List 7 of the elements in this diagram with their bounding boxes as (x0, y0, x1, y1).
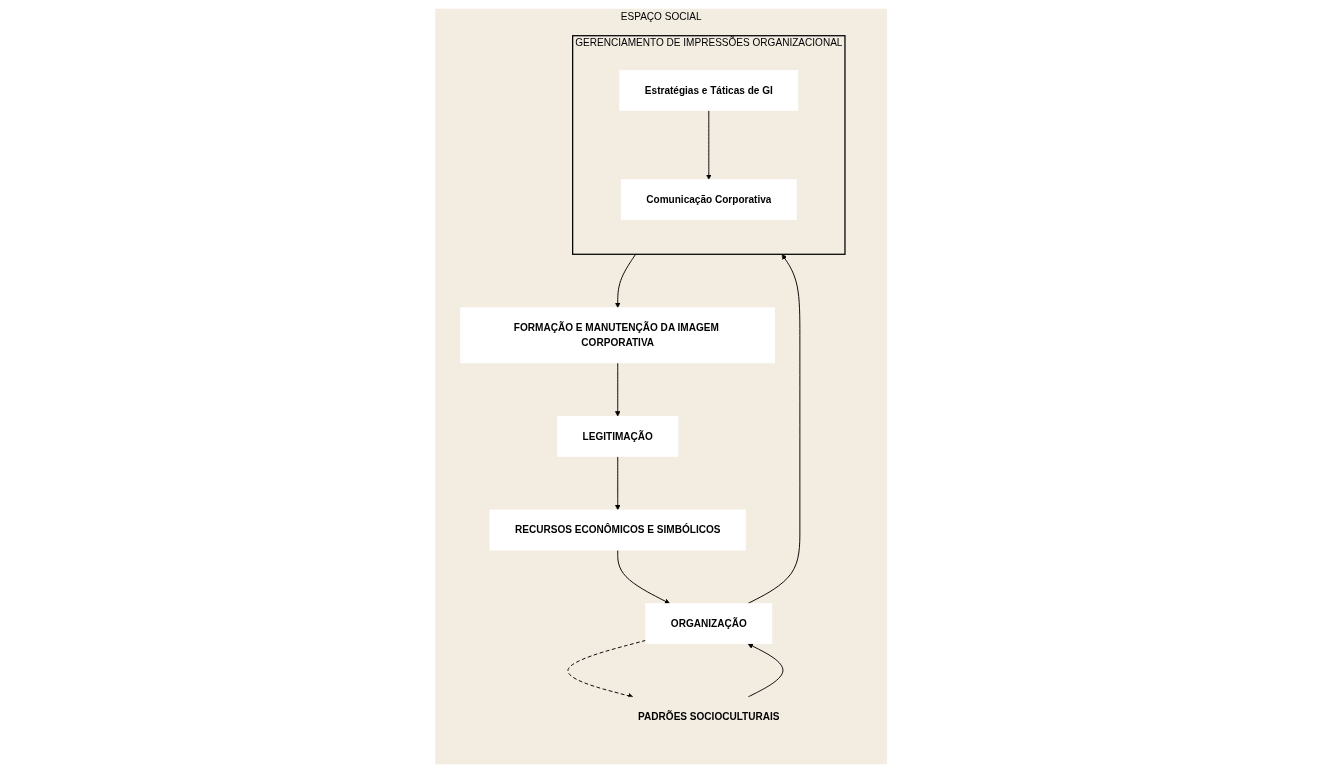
node-box: RECURSOS ECONÔMICOS E SIMBÓLICOS (489, 509, 746, 551)
node-box: Comunicação Corporativa (620, 179, 797, 221)
node-box: LEGITIMAÇÃO (556, 416, 679, 457)
node-box: Estratégias e Táticas de GI (619, 69, 798, 111)
node-text: PADRÕES SOCIOCULTURAIS (637, 711, 780, 723)
node-box: ORGANIZAÇÃO (645, 603, 772, 644)
node-box: FORMAÇÃO E MANUTENÇÃO DA IMAGEM CORPORATIVA (460, 307, 775, 364)
